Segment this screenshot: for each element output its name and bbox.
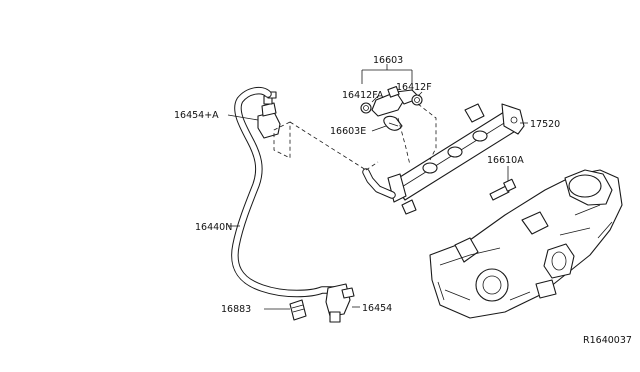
label-16454: 16454 [362,303,392,314]
leader-lines [227,64,528,310]
lower-evap-valve [325,283,355,323]
label-16454-plus-a: 16454+A [174,110,219,121]
dashed-reference-lines [273,103,437,171]
label-16412F: 16412F [396,82,432,93]
label-16440N: 16440N [195,222,232,233]
callout-labels: 16603 16412FA 16412F 16454+A 16603E 1752… [174,55,632,346]
label-16603E: 16603E [330,126,366,137]
upper-evap-valve [257,91,281,139]
fuel-rail [387,103,525,215]
rail-bolt [489,178,517,201]
label-16603: 16603 [373,55,403,66]
hose-connector [289,299,307,321]
label-16883: 16883 [221,304,251,315]
label-16412FA: 16412FA [342,90,384,101]
fuel-feed-tube [362,168,396,199]
label-16610A: 16610A [487,155,524,166]
fuel-injector-kit [360,85,423,131]
reference-code: R1640037 [583,335,632,346]
intake-manifold [429,169,623,319]
label-17520: 17520 [530,119,560,130]
evap-hose [231,86,344,298]
